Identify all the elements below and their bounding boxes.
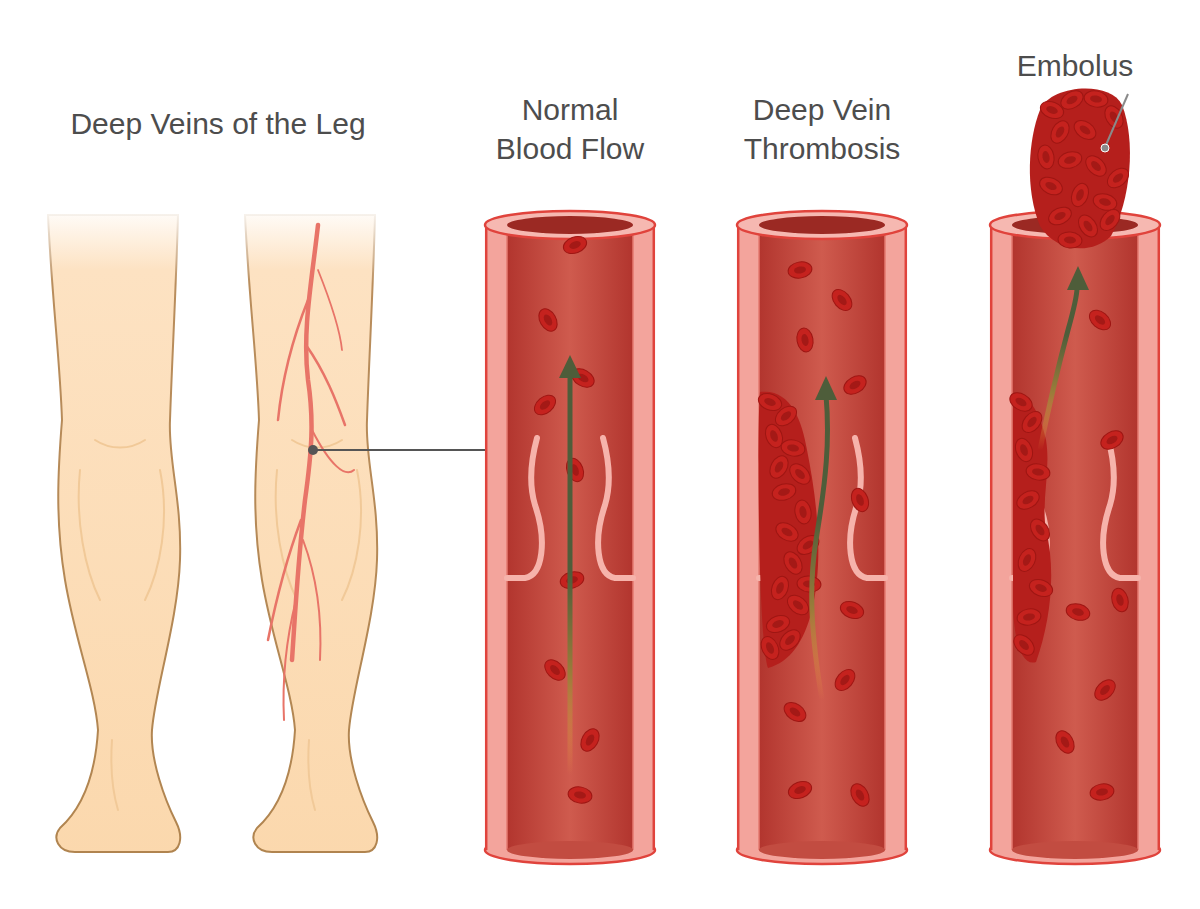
blood-cell <box>770 481 797 503</box>
blood-clot <box>759 392 819 668</box>
blood-cell <box>781 699 810 726</box>
blood-cell <box>1046 204 1075 229</box>
figure-heading: Deep Veins of the Leg <box>30 104 406 143</box>
blood-cell <box>1036 144 1056 170</box>
panel-heading: Normal Blood Flow <box>486 90 654 168</box>
blood-cell <box>838 598 866 621</box>
blood-cell <box>1027 576 1055 599</box>
blood-cell <box>531 391 560 419</box>
blood-cell <box>1064 601 1091 623</box>
blood-cell <box>793 499 813 525</box>
blood-cell <box>848 486 871 514</box>
blood-cell <box>1047 118 1073 147</box>
flow-arrow <box>1040 266 1089 450</box>
blood-cell <box>784 591 813 619</box>
leader-dot <box>308 445 318 455</box>
blood-cell <box>766 453 792 482</box>
blood-cell <box>780 549 806 578</box>
deep-veins <box>268 225 354 720</box>
leg-shading <box>276 440 361 810</box>
blood-cell <box>780 438 806 458</box>
embolus-blob <box>1030 89 1130 249</box>
blood-cell <box>1057 231 1082 249</box>
blood-cell <box>1096 206 1124 235</box>
blood-cell <box>1082 152 1110 180</box>
vein-section <box>737 211 907 864</box>
blood-cell <box>773 519 802 545</box>
flow-arrow <box>559 355 581 775</box>
blood-cell <box>1091 676 1119 704</box>
blood-cell <box>1016 607 1042 627</box>
leader-line <box>1106 94 1128 145</box>
blood-cell <box>1083 89 1109 109</box>
blood-cell <box>1015 546 1040 575</box>
panel-heading: Deep Vein Thrombosis <box>727 90 917 168</box>
blood-cell <box>1071 117 1100 144</box>
blood-cell <box>1098 427 1127 453</box>
blood-cell <box>541 656 569 684</box>
blood-cell <box>796 575 821 593</box>
leg-shading <box>79 440 164 810</box>
blood-cell <box>577 726 603 755</box>
blood-cell <box>1010 631 1038 659</box>
leader-dot <box>1101 144 1109 152</box>
blood-cell <box>567 785 593 805</box>
blood-cell <box>1058 87 1087 113</box>
blood-cell <box>535 306 561 335</box>
blood-cell <box>1025 462 1051 482</box>
blood-cell <box>776 626 804 654</box>
blood-cell <box>1109 586 1131 613</box>
blood-cell <box>1012 436 1035 464</box>
blood-cell <box>561 233 589 256</box>
blood-cell <box>841 372 870 398</box>
blood-cell <box>1052 728 1078 757</box>
blood-cell <box>795 327 815 353</box>
blood-cell <box>563 456 586 484</box>
vein-section <box>485 211 655 864</box>
blood-cell <box>758 634 783 663</box>
blood-cell <box>1037 174 1066 199</box>
blood-cell <box>1056 149 1083 171</box>
blood-cell <box>787 260 813 280</box>
blood-cell <box>1104 164 1133 192</box>
leg-outline <box>245 215 377 852</box>
blood-cell <box>847 781 873 810</box>
leader-line <box>313 449 493 451</box>
blood-cell <box>1014 487 1043 513</box>
blood-cell <box>1086 306 1115 334</box>
blood-cell <box>1007 389 1036 415</box>
leg-outline <box>48 215 180 852</box>
flow-arrow <box>812 376 837 700</box>
blood-cell <box>831 666 859 695</box>
callout-label: Embolus <box>995 46 1155 85</box>
blood-cell <box>828 286 856 315</box>
blood-cell <box>786 778 814 801</box>
blood-cell <box>1068 181 1091 209</box>
vein-section <box>990 211 1160 864</box>
blood-cell <box>1027 516 1054 545</box>
blood-cell <box>1089 782 1115 802</box>
